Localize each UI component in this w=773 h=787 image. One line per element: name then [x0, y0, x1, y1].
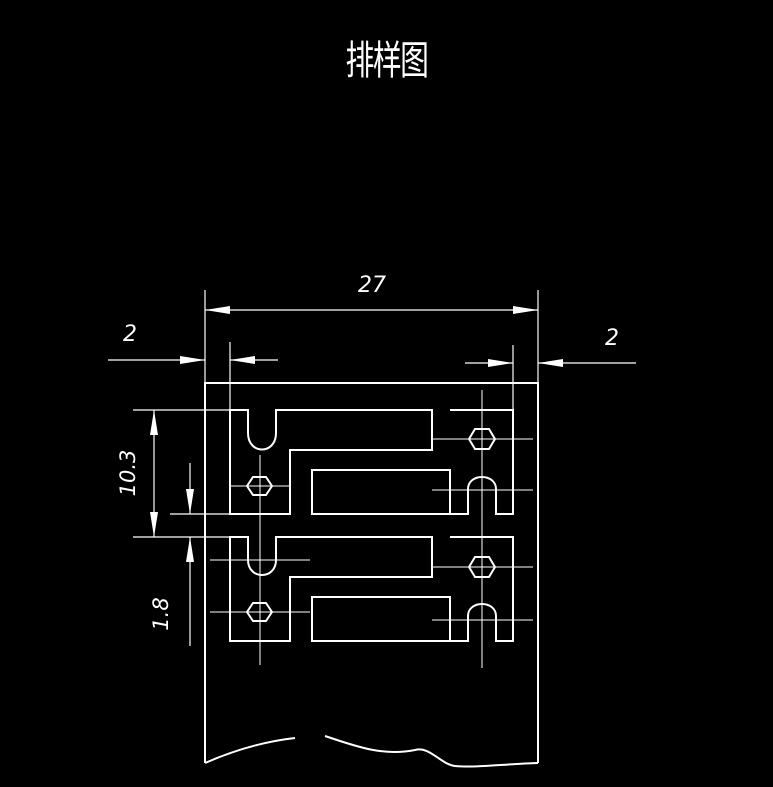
part-outline-top-right [311, 409, 514, 515]
part-outline-bottom [229, 536, 433, 642]
dim-right-margin: 2 [605, 326, 619, 351]
dimension-lines [108, 290, 636, 646]
dim-part-gap: 1.8 [149, 597, 173, 630]
dim-left-margin: 2 [123, 322, 137, 347]
dimension-arrows [150, 306, 563, 562]
strip-outline [204, 382, 539, 763]
drawing-title: 排样图 [345, 38, 429, 84]
dim-part-pitch: 10.3 [116, 450, 140, 497]
part-outline-bottom-right [311, 536, 514, 642]
strip-break-line [204, 735, 539, 768]
part-outline-top [229, 409, 433, 515]
center-lines [210, 390, 533, 668]
dim-total-width: 27 [358, 273, 386, 298]
